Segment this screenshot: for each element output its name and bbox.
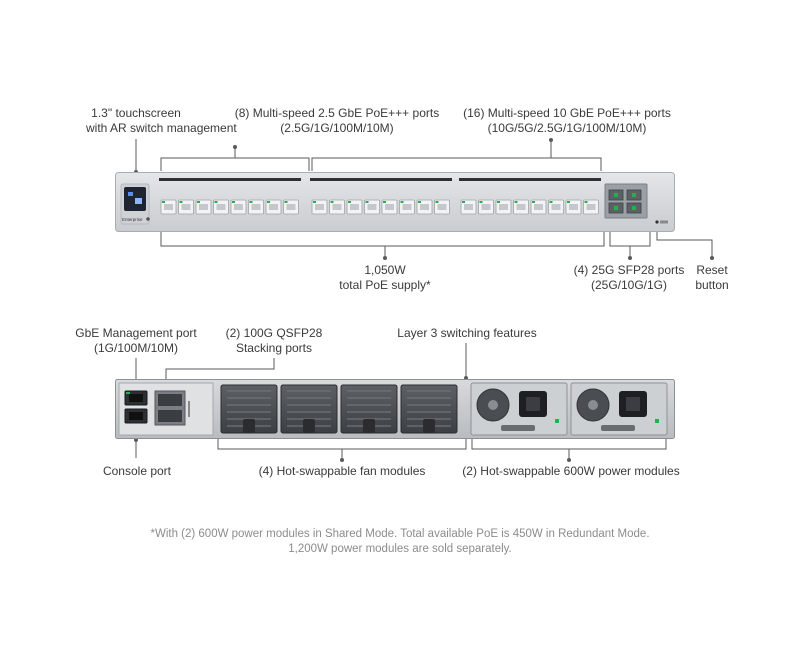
qsfp28-port-1[interactable] <box>158 394 182 406</box>
poe-led <box>584 201 588 203</box>
poe-led <box>479 201 483 203</box>
poe-led <box>567 201 570 203</box>
switch-rear-panel <box>115 379 675 439</box>
poe-bracket <box>160 232 605 258</box>
fan-handle[interactable] <box>243 419 255 433</box>
psu-handle[interactable] <box>501 425 535 431</box>
poe-led <box>232 201 235 203</box>
poe-led <box>435 201 439 203</box>
qsfp28-ports-label: (2) 100G QSFP28 Stacking ports <box>225 326 323 355</box>
poe-led <box>197 201 200 203</box>
psu-status-led <box>655 419 659 423</box>
rj45-port-group <box>159 178 601 215</box>
10g-bracket <box>311 140 602 171</box>
psu-bracket <box>471 437 667 460</box>
qsfp28-callout <box>165 358 275 388</box>
sfp28-ports-label: (4) 25G SFP28 ports (25G/10G/1G) <box>573 263 685 292</box>
multigig-ports-label: (8) Multi-speed 2.5 GbE PoE+++ ports (2.… <box>234 106 440 135</box>
poe-led <box>514 201 518 203</box>
poe-led <box>313 201 316 203</box>
fan-handle[interactable] <box>363 419 375 433</box>
multigig-bracket <box>160 147 310 171</box>
10gbe-ports-label: (16) Multi-speed 10 GbE PoE+++ ports (10… <box>463 106 671 135</box>
poe-led <box>330 201 334 203</box>
footnote: *With (2) 600W power modules in Shared M… <box>150 528 650 555</box>
console-port-label: Console port <box>102 464 172 478</box>
poe-led <box>532 201 535 203</box>
psu-handle[interactable] <box>601 425 635 431</box>
poe-led <box>179 201 183 203</box>
brand-logo: Enterprise <box>122 217 143 222</box>
poe-led <box>549 201 553 203</box>
fans-bracket <box>217 437 467 460</box>
reset-button[interactable] <box>655 220 659 224</box>
layer3-label: Layer 3 switching features <box>397 326 537 340</box>
sfp28-bracket <box>609 232 651 258</box>
management-port-label: GbE Management port (1G/100M/10M) <box>75 326 197 355</box>
fan-handle[interactable] <box>303 419 315 433</box>
reset-button-label: Reset button <box>695 263 729 292</box>
poe-led <box>400 201 404 203</box>
poe-led <box>348 201 351 203</box>
poe-led <box>497 201 500 203</box>
power-modules <box>470 382 668 436</box>
poe-led <box>249 201 253 203</box>
fan-modules-label: (4) Hot-swappable fan modules <box>258 464 426 478</box>
reset-callout <box>656 232 713 258</box>
psu-status-led <box>555 419 559 423</box>
poe-led <box>214 201 218 203</box>
power-modules-label: (2) Hot-swappable 600W power modules <box>462 464 680 478</box>
poe-led <box>267 201 270 203</box>
poe-led <box>383 201 386 203</box>
poe-supply-label: 1,050W total PoE supply* <box>339 263 431 292</box>
poe-led <box>462 201 465 203</box>
fan-handle[interactable] <box>423 419 435 433</box>
poe-led <box>284 201 288 203</box>
ubiquiti-logo-icon <box>146 217 150 221</box>
poe-led <box>418 201 421 203</box>
poe-led <box>365 201 369 203</box>
fan-modules <box>220 384 458 434</box>
poe-led <box>162 201 165 203</box>
switch-front-panel: Enterprise <box>115 172 675 232</box>
qsfp28-port-2[interactable] <box>158 410 182 422</box>
